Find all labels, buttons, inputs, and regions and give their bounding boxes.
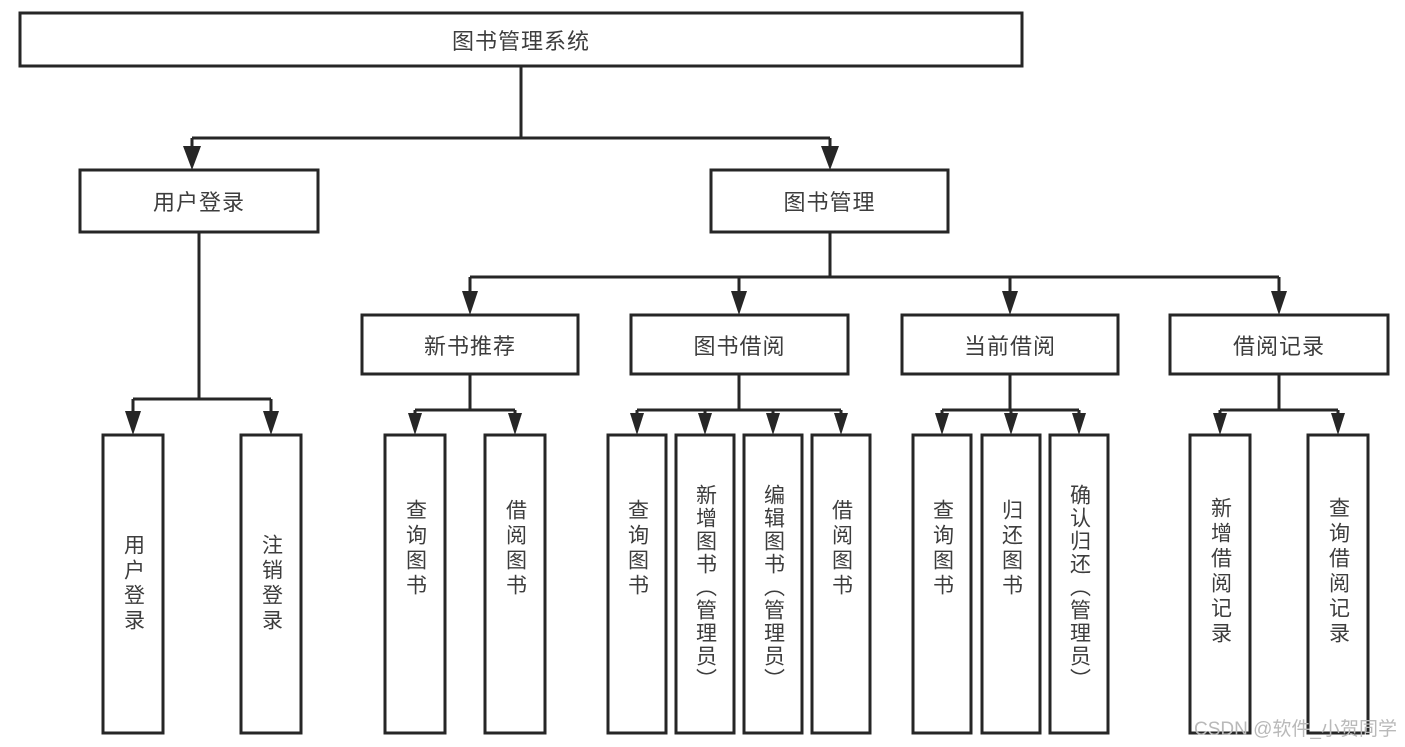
node-box-leaf-add-borrow-record[interactable]: [1188, 433, 1252, 735]
connector-layer: [125, 66, 1345, 435]
node-box-leaf-edit-book-admin[interactable]: [742, 433, 804, 735]
arrow-leaf-query-book-3: [935, 413, 949, 435]
arrow-book-borrow: [731, 291, 747, 315]
node-box-leaf-query-book-3[interactable]: [911, 433, 973, 735]
node-layer: [18, 11, 1390, 735]
node-box-leaf-borrow-book-1[interactable]: [483, 433, 547, 735]
arrow-leaf-user-logout: [263, 411, 279, 435]
arrow-leaf-add-borrow-record: [1213, 413, 1227, 435]
arrow-user-login: [183, 146, 201, 170]
arrow-leaf-borrow-book-2: [834, 413, 848, 435]
arrow-borrow-record: [1271, 291, 1287, 315]
arrow-leaf-return-book: [1004, 413, 1018, 435]
node-box-book-borrow[interactable]: [629, 313, 850, 376]
node-box-leaf-return-book[interactable]: [980, 433, 1042, 735]
node-box-current-borrow[interactable]: [900, 313, 1120, 376]
arrow-leaf-borrow-book-1: [508, 413, 522, 435]
node-box-book-manage[interactable]: [709, 168, 950, 234]
arrow-leaf-add-book-admin: [698, 413, 712, 435]
arrow-leaf-edit-book-admin: [766, 413, 780, 435]
arrow-leaf-user-login: [125, 411, 141, 435]
node-box-leaf-query-book-1[interactable]: [383, 433, 447, 735]
arrow-leaf-query-book-2: [630, 413, 644, 435]
arrow-leaf-confirm-return: [1072, 413, 1086, 435]
node-box-new-book-recommend[interactable]: [360, 313, 580, 376]
node-box-borrow-record[interactable]: [1168, 313, 1390, 376]
arrow-book-manage: [821, 146, 839, 170]
node-box-leaf-borrow-book-2[interactable]: [810, 433, 872, 735]
arrow-leaf-query-book-1: [408, 413, 422, 435]
arrow-current-borrow: [1002, 291, 1018, 315]
node-box-leaf-user-login[interactable]: [101, 433, 165, 735]
node-box-leaf-confirm-return[interactable]: [1048, 433, 1110, 735]
node-box-leaf-query-borrow-record[interactable]: [1306, 433, 1370, 735]
arrow-leaf-query-borrow-record: [1331, 413, 1345, 435]
node-box-leaf-query-book-2[interactable]: [606, 433, 668, 735]
node-box-leaf-add-book-admin[interactable]: [674, 433, 736, 735]
arrow-new-book-recommend: [462, 291, 478, 315]
node-box-user-login[interactable]: [78, 168, 320, 234]
node-box-root[interactable]: [18, 11, 1024, 68]
node-box-leaf-user-logout[interactable]: [239, 433, 303, 735]
